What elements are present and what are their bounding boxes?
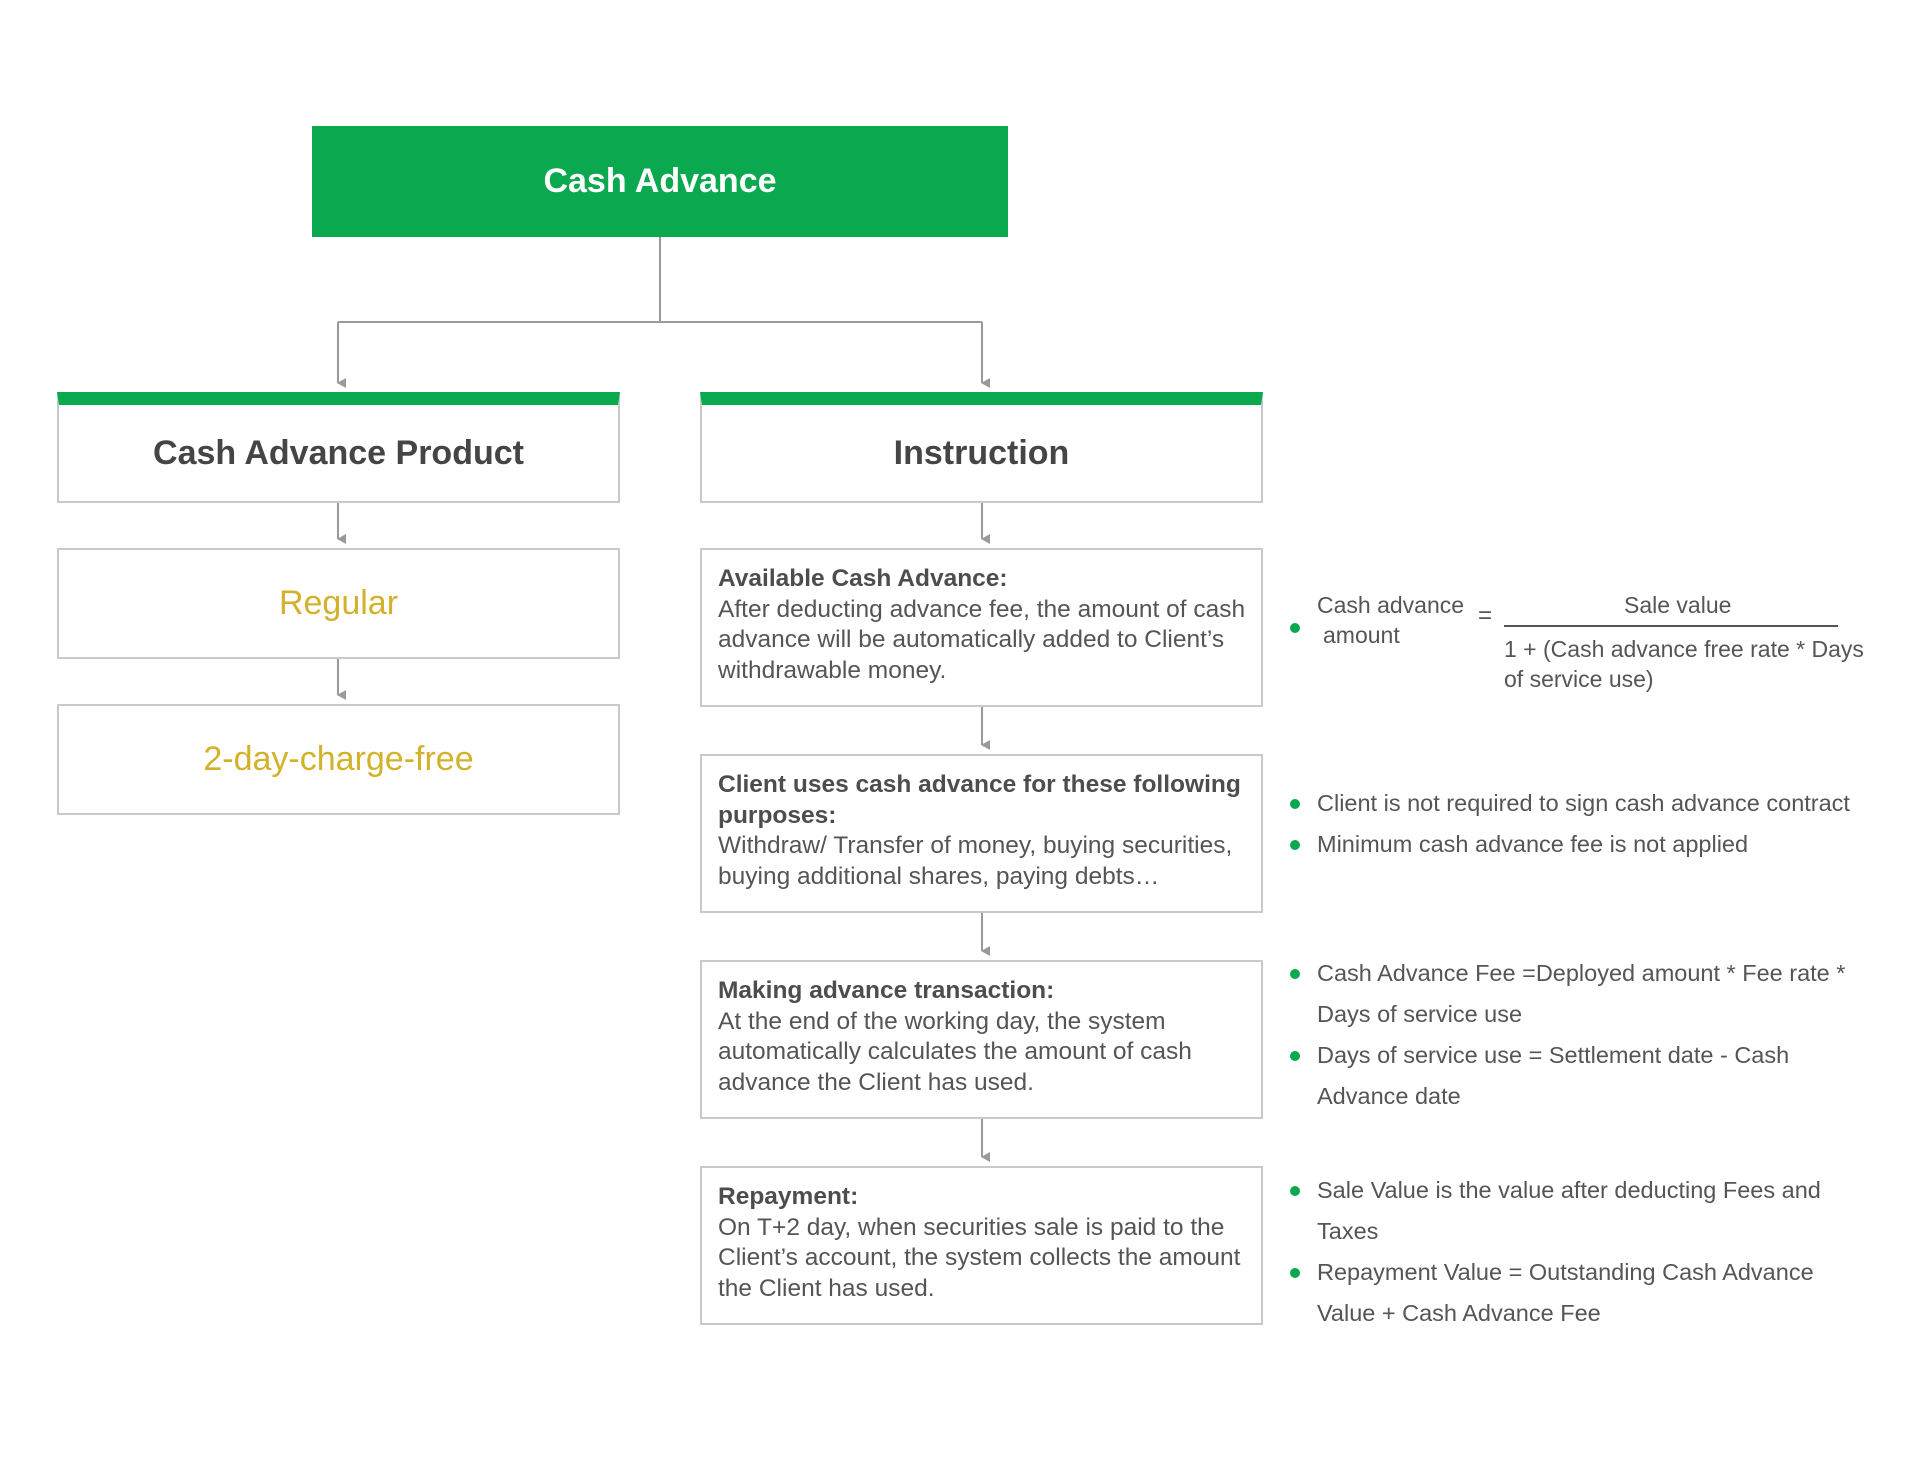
instruction-header: Instruction	[700, 392, 1263, 503]
note-item: Days of service use = Settlement date - …	[1290, 1035, 1845, 1117]
formula-numerator: Sale value	[1624, 592, 1732, 618]
step-making-advance-transaction: Making advance transaction: At the end o…	[700, 960, 1263, 1119]
step-heading: Available Cash Advance:	[718, 565, 1008, 592]
note-item: Repayment Value = Outstanding Cash Advan…	[1290, 1252, 1821, 1334]
variant-regular: Regular	[57, 548, 620, 659]
bullet-dot	[1290, 840, 1300, 850]
step-body: After deducting advance fee, the amount …	[718, 595, 1246, 684]
step-heading: Repayment:	[718, 1183, 859, 1210]
bullet-dot	[1290, 623, 1300, 633]
cash-advance-title: Cash Advance	[312, 126, 1008, 237]
notes-step3: Cash Advance Fee =Deployed amount * Fee …	[1290, 953, 1845, 1117]
note-item: Sale Value is the value after deducting …	[1290, 1170, 1821, 1252]
cash-advance-formula: Cash advance amount = Sale value 1 + (Ca…	[1290, 590, 1890, 700]
bullet-dot	[1290, 969, 1300, 979]
step-client-uses-cash-advance: Client uses cash advance for these follo…	[700, 754, 1263, 913]
formula-equals: =	[1478, 602, 1493, 629]
bullet-dot	[1290, 1051, 1300, 1061]
note-item: Minimum cash advance fee is not applied	[1290, 824, 1850, 865]
step-heading: Client uses cash advance for these follo…	[718, 771, 1241, 829]
note-item: Client is not required to sign cash adva…	[1290, 783, 1850, 824]
step-body: Withdraw/ Transfer of money, buying secu…	[718, 832, 1233, 890]
step-repayment: Repayment: On T+2 day, when securities s…	[700, 1166, 1263, 1325]
formula-denominator: 1 + (Cash advance free rate * Days of se…	[1504, 636, 1864, 692]
formula-lhs: Cash advance amount	[1317, 592, 1465, 648]
bullet-dot	[1290, 799, 1300, 809]
step-available-cash-advance: Available Cash Advance: After deducting …	[700, 548, 1263, 707]
step-heading: Making advance transaction:	[718, 977, 1055, 1004]
fraction-bar	[1504, 625, 1838, 627]
variant-2-day-charge-free: 2-day-charge-free	[57, 704, 620, 815]
step-body: On T+2 day, when securities sale is paid…	[718, 1213, 1241, 1302]
step-body: At the end of the working day, the syste…	[718, 1007, 1192, 1096]
notes-step2: Client is not required to sign cash adva…	[1290, 783, 1850, 865]
bullet-dot	[1290, 1268, 1300, 1278]
cash-advance-product-header: Cash Advance Product	[57, 392, 620, 503]
note-item: Cash Advance Fee =Deployed amount * Fee …	[1290, 953, 1845, 1035]
bullet-dot	[1290, 1186, 1300, 1196]
notes-step4: Sale Value is the value after deducting …	[1290, 1170, 1821, 1334]
